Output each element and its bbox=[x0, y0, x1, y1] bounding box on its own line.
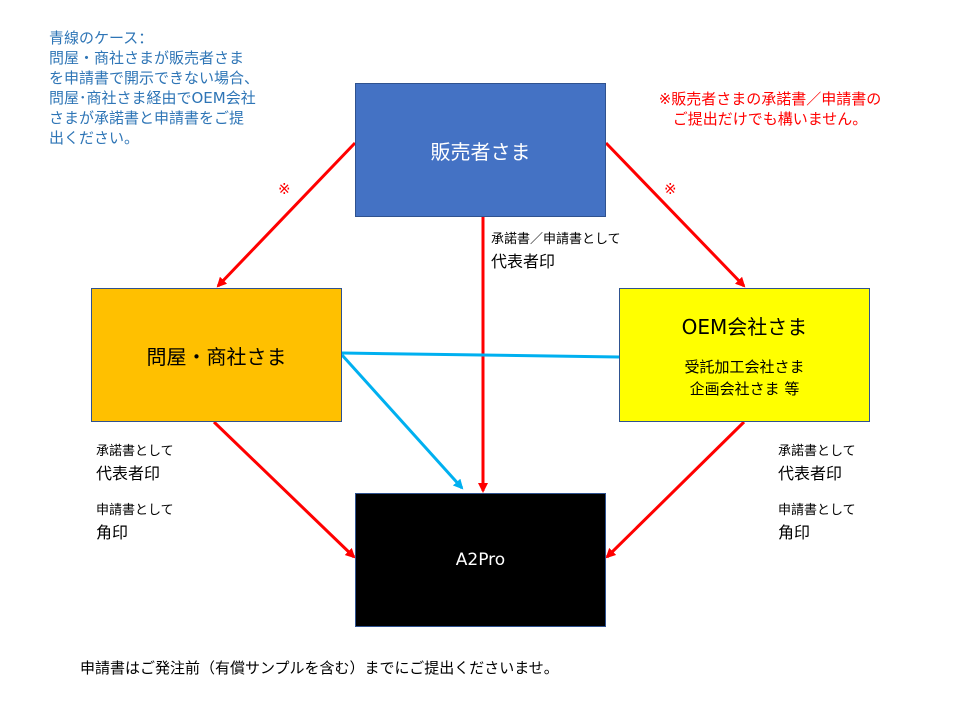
arrow-seller-to-wholesaler bbox=[216, 141, 357, 288]
oem-title: OEM会社さま bbox=[681, 314, 808, 339]
mark-left: ※ bbox=[278, 180, 291, 198]
a2pro-label: A2Pro bbox=[455, 550, 506, 570]
seller-box: 販売者さま bbox=[355, 83, 606, 217]
red-note: ※販売者さまの承諾書／申請書の ご提出だけでも構いません。 bbox=[658, 90, 882, 128]
right-top-label-big: 代表者印 bbox=[778, 464, 843, 483]
right-top-label-small: 承諾書として bbox=[778, 444, 856, 459]
oem-sub-1: 受託加工会社さま bbox=[684, 357, 805, 376]
blue-case-note: 青線のケース： 問屋・商社さまが販売者さま を申請書で開示できない場合、 問屋･… bbox=[49, 29, 260, 147]
seller-label: 販売者さま bbox=[430, 139, 531, 164]
center-label-small: 承諾書／申請書として bbox=[491, 232, 621, 247]
arrow-oem-to-a2pro bbox=[605, 420, 746, 559]
arrow-wholesaler-to-a2pro bbox=[212, 420, 356, 559]
right-bottom-label-big: 角印 bbox=[778, 523, 811, 542]
left-top-label-small: 承諾書として bbox=[96, 444, 174, 459]
center-label-big: 代表者印 bbox=[491, 252, 556, 271]
left-bottom-label-big: 角印 bbox=[96, 523, 129, 542]
arrow-seller-to-oem bbox=[604, 141, 746, 288]
left-bottom-label-small: 申請書として bbox=[96, 503, 174, 518]
right-bottom-label-small: 申請書として bbox=[778, 503, 856, 518]
oem-box: OEM会社さま 受託加工会社さま 企画会社さま 等 bbox=[619, 288, 870, 422]
wholesaler-box: 問屋・商社さま bbox=[91, 288, 342, 422]
mark-right: ※ bbox=[664, 180, 677, 198]
arrow-blue-wholesaler-to-a2pro bbox=[340, 353, 464, 490]
blue-line-oem-to-wholesaler bbox=[341, 351, 620, 359]
a2pro-box: A2Pro bbox=[355, 493, 606, 627]
oem-sub-2: 企画会社さま 等 bbox=[689, 379, 800, 398]
bottom-note: 申請書はご発注前（有償サンプルを含む）までにご提出くださいませ。 bbox=[80, 659, 559, 677]
wholesaler-label: 問屋・商社さま bbox=[146, 344, 287, 369]
left-top-label-big: 代表者印 bbox=[96, 464, 161, 483]
